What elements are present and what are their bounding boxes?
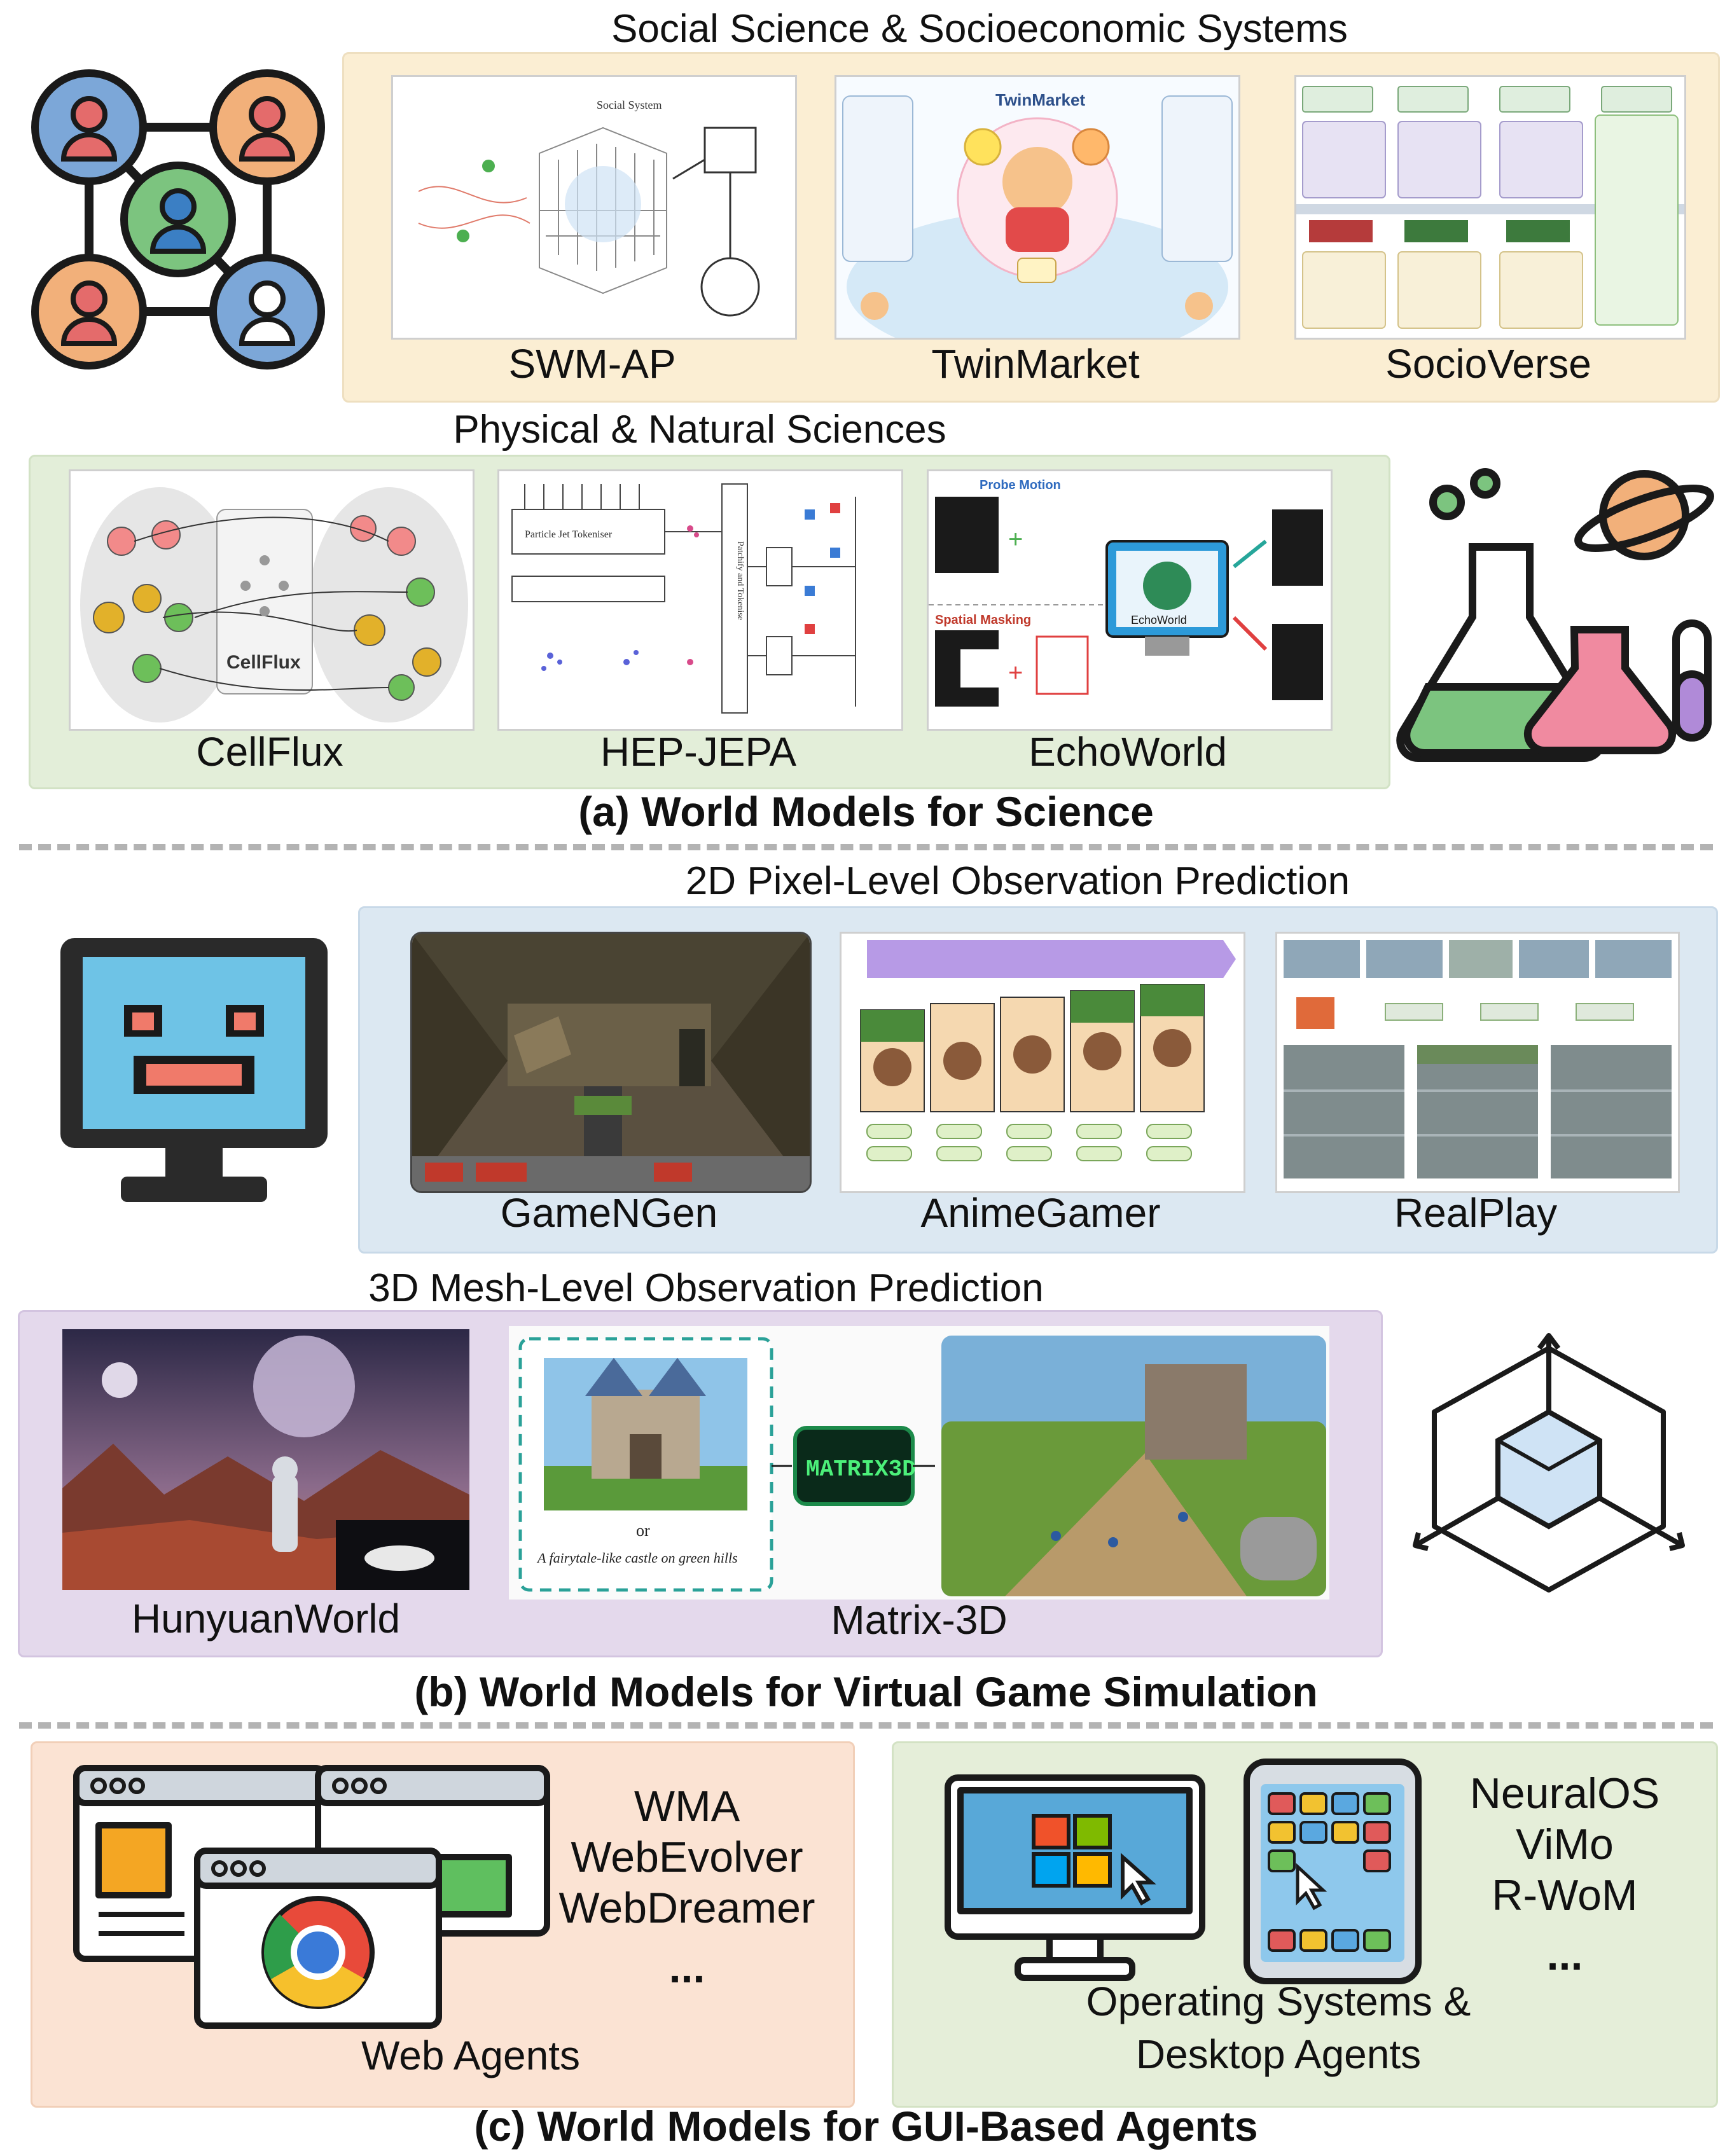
matrix-logo-label: MATRIX3D	[806, 1456, 916, 1482]
web-agents-list: WMA WebEvolver WebDreamer ...	[547, 1781, 827, 1993]
swm-ap-thumbnail: Social System	[391, 75, 797, 340]
realplay-thumbnail	[1275, 932, 1680, 1193]
web-item-wma: WMA	[634, 1782, 740, 1830]
hep-jepa-label: HEP-JEPA	[600, 729, 797, 775]
echo-masking-label: Spatial Masking	[935, 613, 1031, 627]
cellflux-thumb-label: CellFlux	[226, 652, 301, 673]
hep-patchify-label: Patchify and Tokenise	[735, 541, 745, 620]
swm-ap-label: SWM-AP	[508, 341, 676, 387]
echoworld-thumbnail: + + Probe Motion Spatial Masking EchoWor…	[927, 469, 1333, 731]
twinmarket-title-label: TwinMarket	[995, 90, 1085, 109]
3d-cube-icon	[1383, 1323, 1714, 1615]
os-item-rwom: R-WoM	[1492, 1871, 1638, 1919]
twinmarket-thumbnail: TwinMarket	[835, 75, 1240, 340]
hep-tokeniser-label: Particle Jet Tokeniser	[525, 529, 613, 540]
matrix3d-label: Matrix-3D	[831, 1597, 1008, 1643]
os-item-more: ...	[1546, 1931, 1583, 1979]
svg-text:+: +	[1008, 525, 1023, 553]
gui-section-title: (c) World Models for GUI-Based Agents	[474, 2103, 1258, 2150]
gamengen-thumbnail	[410, 932, 812, 1193]
web-item-webevolver: WebEvolver	[571, 1833, 803, 1881]
cellflux-label: CellFlux	[196, 729, 343, 775]
gamengen-label: GameNGen	[500, 1190, 718, 1236]
matrix3d-thumbnail: or A fairytale-like castle on green hill…	[509, 1326, 1329, 1600]
hep-jepa-thumbnail: Particle Jet Tokeniser Patchify and Toke…	[497, 469, 903, 731]
divider-a	[19, 844, 1713, 850]
physical-science-header: Physical & Natural Sciences	[453, 408, 946, 452]
os-item-vimo: ViMo	[1516, 1820, 1614, 1869]
desktop-tablet-icon	[941, 1755, 1501, 1984]
hunyuanworld-thumbnail	[62, 1329, 469, 1590]
socioverse-label: SocioVerse	[1385, 341, 1591, 387]
hunyuanworld-label: HunyuanWorld	[131, 1596, 401, 1641]
os-agents-caption-line2: Desktop Agents	[1135, 2031, 1422, 2077]
os-agents-list: NeuralOS ViMo R-WoM ...	[1450, 1768, 1679, 1980]
web-agents-caption: Web Agents	[361, 2033, 580, 2078]
science-section-title: (a) World Models for Science	[578, 788, 1154, 835]
retro-monitor-icon	[51, 929, 337, 1215]
twinmarket-label: TwinMarket	[931, 341, 1140, 387]
matrix-prompt-label: A fairytale-like castle on green hills	[536, 1550, 738, 1566]
svg-text:+: +	[1008, 659, 1023, 687]
mesh-header: 3D Mesh-Level Observation Prediction	[368, 1266, 1044, 1310]
matrix-or-label: or	[636, 1521, 650, 1540]
divider-b	[19, 1722, 1713, 1729]
browser-windows-icon	[70, 1762, 553, 2029]
pixel-header: 2D Pixel-Level Observation Prediction	[685, 859, 1350, 903]
animegamer-label: AnimeGamer	[920, 1190, 1161, 1236]
os-item-neuralos: NeuralOS	[1469, 1769, 1660, 1818]
cellflux-thumbnail: CellFlux	[69, 469, 475, 731]
echo-probe-label: Probe Motion	[980, 478, 1061, 492]
web-item-webdreamer: WebDreamer	[558, 1884, 815, 1932]
animegamer-thumbnail	[840, 932, 1245, 1193]
science-flask-icon	[1390, 458, 1721, 770]
os-agents-caption-line1: Operating Systems &	[1086, 1979, 1471, 2024]
realplay-label: RealPlay	[1394, 1190, 1558, 1236]
game-section-title: (b) World Models for Virtual Game Simula…	[414, 1668, 1318, 1715]
social-science-header: Social Science & Socioeconomic Systems	[611, 7, 1348, 51]
swm-social-system-label: Social System	[597, 99, 662, 111]
people-network-icon	[19, 57, 337, 382]
socioverse-thumbnail	[1294, 75, 1686, 340]
echoworld-label: EchoWorld	[1029, 729, 1227, 775]
web-item-more: ...	[669, 1944, 705, 1992]
echo-brand-label: EchoWorld	[1131, 614, 1187, 626]
